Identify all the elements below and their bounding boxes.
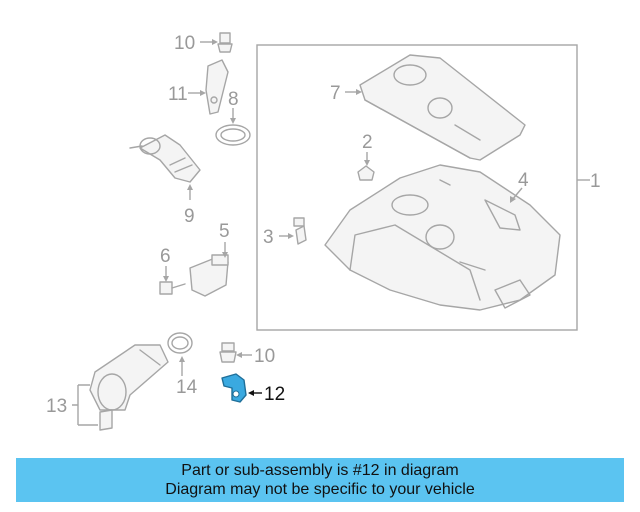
label-4: 4 (518, 170, 529, 191)
label-9: 9 (184, 206, 195, 227)
label-12: 12 (264, 384, 285, 405)
part-1-engine-cover[interactable] (324, 164, 561, 311)
label-2: 2 (362, 132, 373, 153)
part-6-screw[interactable] (159, 281, 186, 295)
label-1: 1 (590, 171, 601, 192)
info-banner: Part or sub-assembly is #12 in diagram D… (16, 458, 624, 502)
part-7-cover-insert[interactable] (359, 54, 526, 161)
part-11-bracket[interactable] (205, 59, 229, 115)
label-7: 7 (330, 83, 341, 104)
part-8-seal[interactable] (215, 124, 251, 146)
part-3-bolt[interactable] (293, 217, 307, 245)
banner-line-1: Part or sub-assembly is #12 in diagram (181, 462, 459, 479)
label-10-lower: 10 (254, 346, 275, 367)
label-14: 14 (176, 377, 198, 398)
part-2-grommet[interactable] (357, 165, 375, 181)
banner-line-2: Diagram may not be specific to your vehi… (165, 481, 475, 498)
label-11: 11 (168, 84, 188, 105)
part-14-clamp[interactable] (167, 332, 193, 354)
label-5: 5 (219, 221, 230, 242)
label-8: 8 (228, 89, 239, 110)
label-10-top: 10 (174, 33, 195, 54)
label-3: 3 (263, 227, 274, 248)
part-9-hose[interactable] (129, 134, 201, 183)
engine-cover-frame (256, 44, 578, 331)
part-5-sensor[interactable] (189, 254, 229, 297)
label-6: 6 (160, 246, 171, 267)
part-12-bracket-highlighted[interactable] (221, 373, 247, 403)
label-13: 13 (46, 396, 67, 417)
part-13-intake-duct[interactable] (89, 344, 169, 431)
part-10-stud-lower[interactable] (219, 342, 237, 363)
part-10-stud-top[interactable] (217, 32, 233, 53)
